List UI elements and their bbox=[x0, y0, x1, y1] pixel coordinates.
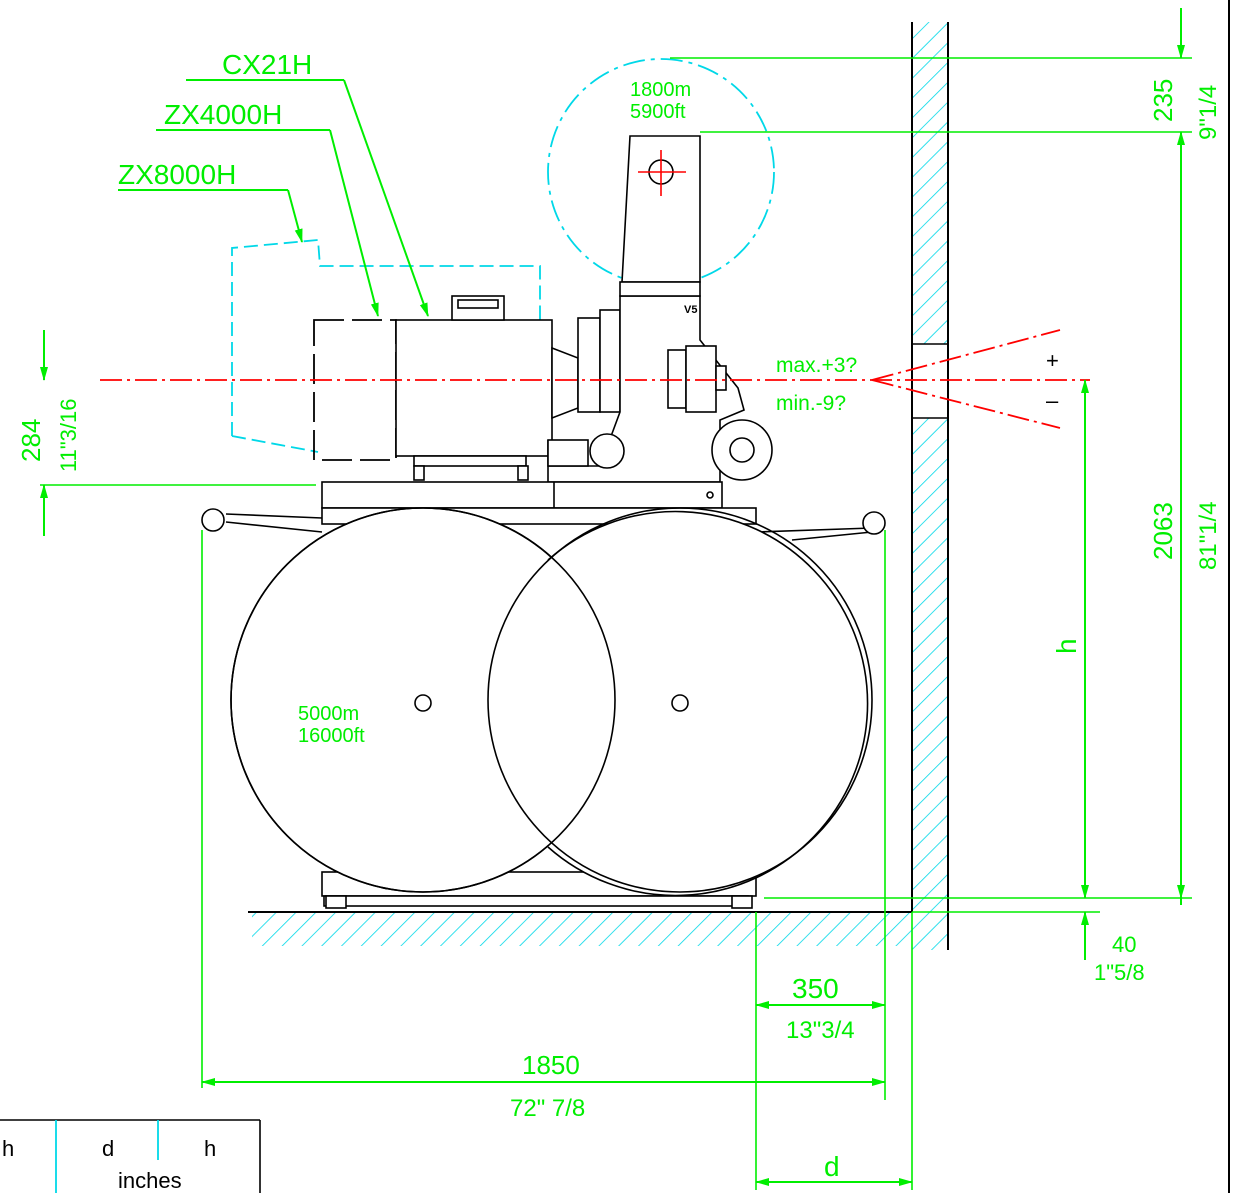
roll-main-meters: 5000m bbox=[298, 703, 359, 725]
axis-min bbox=[871, 379, 1061, 429]
dimension-table bbox=[0, 1119, 261, 1193]
label-zx4000h: ZX4000H bbox=[164, 99, 282, 130]
label-cx21h: CX21H bbox=[222, 49, 312, 80]
dim-40: 40 bbox=[1112, 932, 1136, 957]
dim-2063: 2063 bbox=[1148, 502, 1178, 560]
roll-right bbox=[547, 510, 869, 897]
roll-left-hub bbox=[414, 694, 432, 712]
table-col-d: d bbox=[102, 1136, 114, 1161]
dim-235: 235 bbox=[1148, 79, 1178, 122]
wall bbox=[911, 22, 949, 950]
zx8000h-outline bbox=[231, 239, 541, 453]
dim-40-inches: 1"5/8 bbox=[1094, 960, 1145, 985]
dim-2063-inches: 81"1/4 bbox=[1195, 501, 1222, 570]
table-units: inches bbox=[118, 1168, 182, 1193]
dim-h: h bbox=[1051, 638, 1082, 654]
dim-235-inches: 9"1/4 bbox=[1195, 85, 1222, 140]
floor bbox=[248, 911, 912, 946]
roll-main-feet: 16000ft bbox=[298, 725, 365, 747]
roll-1800-outline bbox=[547, 58, 775, 286]
angle-min: min.-9? bbox=[776, 392, 846, 415]
angle-max: max.+3? bbox=[776, 354, 857, 377]
table-col-h2: h bbox=[204, 1136, 216, 1161]
dim-284-inches: 11"3/16 bbox=[56, 399, 81, 472]
roll-right-hub bbox=[671, 694, 689, 712]
model-leaders bbox=[118, 79, 429, 317]
dim-350: 350 bbox=[792, 973, 839, 1004]
dim-1850: 1850 bbox=[522, 1050, 580, 1080]
table-col-h1: h bbox=[2, 1136, 14, 1161]
dim-350-inches: 13"3/4 bbox=[786, 1017, 855, 1044]
machine-tag: V5 bbox=[684, 304, 697, 316]
plus-sign: + bbox=[1046, 348, 1059, 373]
dim-284: 284 bbox=[16, 419, 46, 462]
roll-top-meters: 1800m bbox=[630, 79, 691, 101]
roll-top-feet: 5900ft bbox=[630, 101, 686, 123]
label-zx8000h: ZX8000H bbox=[118, 159, 236, 190]
dim-1850-inches: 72" 7/8 bbox=[510, 1095, 585, 1122]
dim-d: d bbox=[824, 1151, 840, 1182]
axis-max bbox=[871, 329, 1061, 381]
dimension-lines bbox=[40, 8, 1185, 1186]
minus-sign: – bbox=[1046, 388, 1059, 413]
